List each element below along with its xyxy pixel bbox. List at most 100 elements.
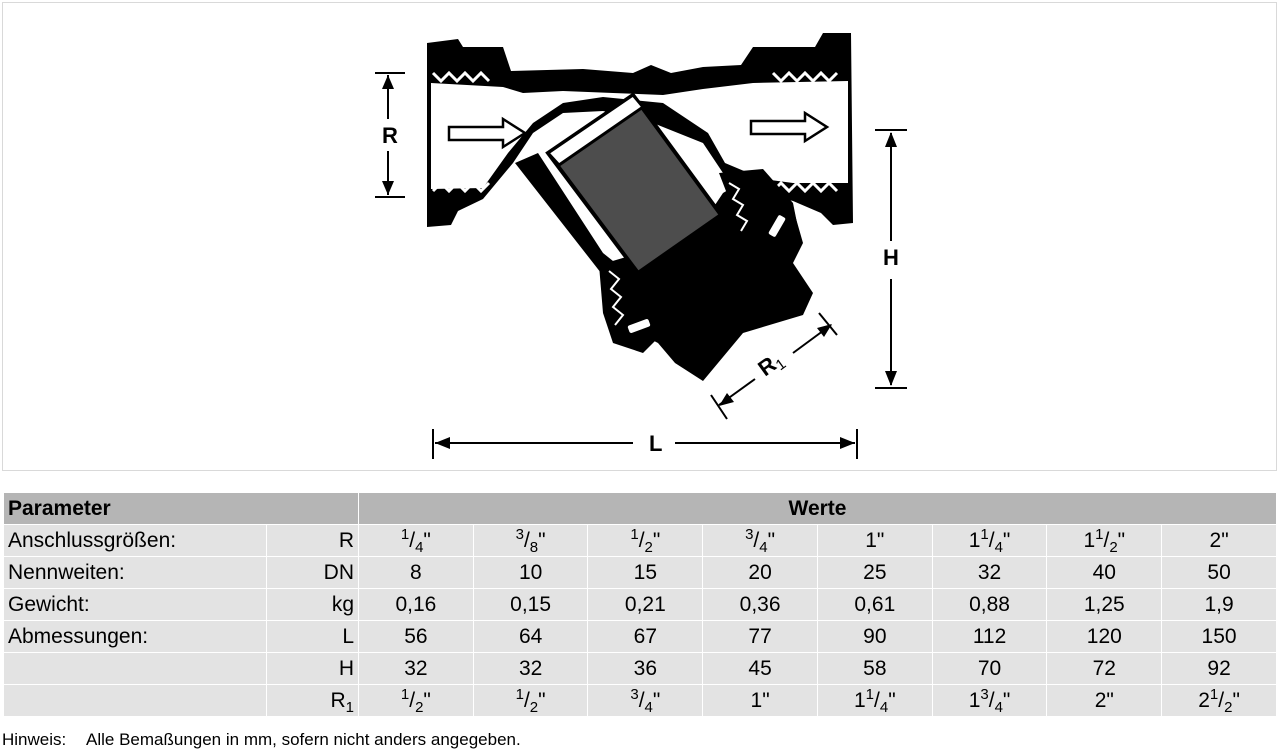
row-label: Anschlussgrößen: [4,525,266,556]
fraction-numerator: 1 [1095,526,1104,543]
unit-symbol: R [330,689,346,712]
inch-mark: " [876,529,885,552]
fraction-whole: 2 [1209,529,1222,552]
value-cell: 64 [473,621,588,652]
value-cell: 3/8" [473,525,588,556]
fraction-numerator: 3 [515,526,524,543]
value-cell: 92 [1162,653,1276,684]
value-cell: 67 [588,621,703,652]
row-label: Abmessungen: [4,621,266,652]
fraction-numerator: 1 [515,686,524,703]
value-cell: 1/2" [588,525,703,556]
fraction-numerator: 1 [400,526,410,543]
dimension-r [375,72,405,198]
row-unit: DN [267,557,359,588]
fraction-slash: / [988,529,995,552]
value-cell: 150 [1162,621,1276,652]
value-cell: 20 [703,557,817,588]
value-cell: 77 [703,621,817,652]
fraction-denominator: 4 [415,539,424,556]
value-cell: 0,15 [473,589,588,620]
technical-drawing: R H L R [2,2,1277,471]
dimension-l [432,429,858,459]
fraction-whole: 1 [865,529,877,552]
fraction-denominator: 2 [644,539,653,556]
dimension-r1-label: R 1 [753,351,789,381]
fraction-numerator: 3 [745,526,754,543]
fraction-slash: / [409,529,416,552]
value-cell: 36 [588,653,703,684]
value-cell: 120 [1047,621,1162,652]
fraction-slash: / [523,689,530,712]
inch-mark: " [762,689,770,712]
y-strainer-drawing: R H L R [375,33,907,459]
unit-subscript: 1 [345,699,355,716]
fraction-denominator: 4 [994,699,1003,716]
unit-symbol: DN [323,561,355,584]
inch-mark: " [423,529,431,552]
inch-mark: " [1221,529,1229,552]
value-cell: 32 [359,653,473,684]
flow-arrow-outlet [749,110,830,144]
row-label: Nennweiten: [4,557,266,588]
strainer-body [427,33,853,381]
fraction-whole: 1 [968,529,981,552]
fraction-denominator: 4 [644,699,653,716]
value-cell: 1" [703,685,817,716]
value-cell: 3/4" [703,525,817,556]
inch-mark: " [1117,529,1126,552]
inch-mark: " [1106,689,1114,712]
fraction-whole: 1 [1083,529,1096,552]
fraction-denominator: 4 [759,539,768,556]
fraction-whole: 2 [1094,689,1107,712]
inch-mark: " [767,529,776,552]
row-unit: R [267,525,359,556]
fraction-numerator: 1 [980,526,989,543]
fraction-slash: / [523,529,530,552]
value-cell: 21/2" [1162,685,1276,716]
inch-mark: " [1002,529,1011,552]
inch-mark: " [652,529,661,552]
fraction-denominator: 2 [415,699,424,716]
table-header-row: Parameter Werte [4,493,1276,524]
value-cell: 3/4" [588,685,703,716]
value-cell: 11/2" [1047,525,1162,556]
header-parameter: Parameter [4,493,359,524]
value-cell: 0,61 [817,589,932,620]
row-label [4,685,266,716]
fraction-denominator: 4 [994,539,1003,556]
fraction-slash: / [988,689,995,712]
row-unit: L [267,621,359,652]
fraction-denominator: 2 [1109,539,1118,556]
value-cell: 32 [473,653,588,684]
fraction-whole: 1 [968,689,981,712]
value-cell: 90 [817,621,932,652]
inch-mark: " [888,689,896,712]
value-cell: 25 [817,557,932,588]
inch-mark: " [538,529,546,552]
value-cell: 70 [932,653,1047,684]
value-cell: 58 [817,653,932,684]
value-cell: 8 [359,557,473,588]
fraction-denominator: 2 [1224,699,1233,716]
value-cell: 13/4" [932,685,1047,716]
unit-symbol: R [338,529,355,552]
value-cell: 1,9 [1162,589,1276,620]
row-unit: kg [267,589,359,620]
inch-mark: " [423,689,431,712]
fraction-slash: / [874,689,880,712]
dimension-r-label: R [382,123,398,148]
value-cell: 1" [817,525,932,556]
fraction-whole: 1 [853,689,866,712]
fraction-slash: / [409,689,416,712]
row-unit: H [267,653,359,684]
flow-arrow-inlet [447,116,528,150]
value-cell: 112 [932,621,1047,652]
inch-mark: " [538,689,546,712]
